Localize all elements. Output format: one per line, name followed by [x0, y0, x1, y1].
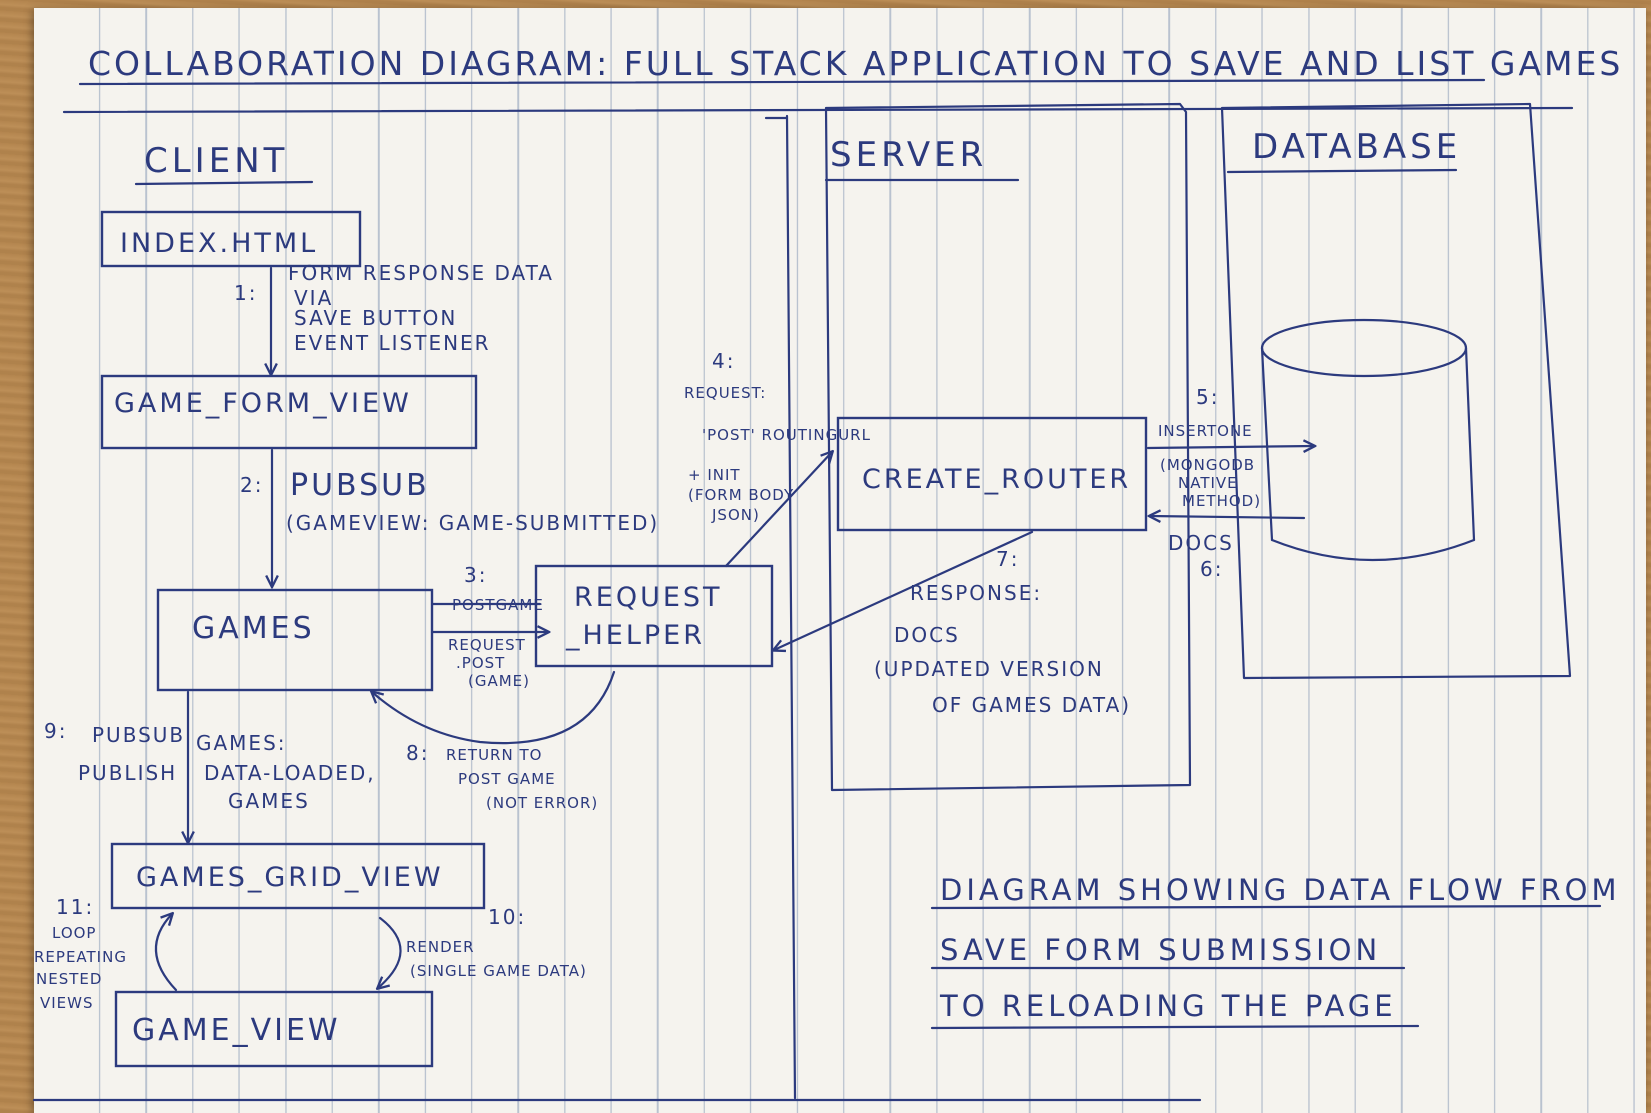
step-8-number: 8:: [406, 741, 429, 765]
game-form-view-box: [100, 374, 478, 450]
step-10-label-2: (SINGLE GAME DATA): [410, 962, 587, 980]
create-router-box: [836, 416, 1148, 532]
request-helper-box: [534, 564, 774, 668]
games-box: [156, 588, 434, 692]
database-cylinder-icon: [1260, 318, 1476, 562]
games-label: GAMES: [192, 611, 315, 646]
arrow-step-6: [1150, 516, 1306, 518]
step-4-label-5: JSON): [711, 506, 760, 524]
step-4-number: 4:: [712, 349, 735, 373]
step-8-label-2: POST GAME: [458, 770, 556, 788]
step-11-label-4: VIEWS: [40, 994, 94, 1012]
game-view-box: [114, 990, 434, 1068]
step-3-number: 3:: [464, 563, 487, 587]
step-7-number: 7:: [996, 547, 1019, 571]
arrow-step-4: [724, 452, 832, 568]
game-view-label: GAME_VIEW: [132, 1013, 341, 1048]
arrow-step-8: [372, 670, 616, 745]
step-9-label-2: PUBLISH: [78, 761, 177, 785]
step-1-label-4: EVENT LISTENER: [294, 331, 491, 355]
section-server-label: SERVER: [830, 135, 987, 175]
step-5-label-1: INSERTONE: [1158, 422, 1253, 440]
section-client-label: CLIENT: [144, 141, 288, 181]
database-section-border: [1220, 102, 1572, 680]
arrow-step-7: [774, 530, 1034, 650]
step-7-label-2: DOCS: [894, 623, 960, 647]
step-5-label-3: NATIVE: [1178, 474, 1238, 492]
step-8-label-3: (NOT ERROR): [486, 794, 598, 812]
step-9-number: 9:: [44, 719, 67, 743]
step-9-label-5: GAMES: [228, 789, 310, 813]
step-9-label-4: DATA-LOADED,: [204, 761, 376, 785]
note-line-2: SAVE FORM SUBMISSION: [940, 933, 1381, 967]
step-2-label-1: PUBSUB: [290, 468, 430, 503]
step-8-label-1: RETURN TO: [446, 746, 542, 764]
step-9-label-1: PUBSUB: [92, 723, 185, 747]
step-4-label-2: 'POST' ROUTINGURL: [702, 426, 871, 444]
step-11-label-3: NESTED: [36, 970, 102, 988]
step-3-label-1: REQUEST: [448, 636, 526, 654]
step-9-label-3: GAMES:: [196, 731, 287, 755]
games-grid-view-box: [110, 842, 486, 910]
step-6-label-1: DOCS: [1168, 531, 1234, 555]
arrow-step-5: [1146, 446, 1314, 448]
arrow-step-10: [378, 916, 402, 988]
note-line-3: TO RELOADING THE PAGE: [939, 989, 1397, 1023]
step-7-label-1: RESPONSE:: [910, 581, 1042, 605]
step-1-label-2: VIA: [294, 286, 333, 310]
create-router-label: CREATE_ROUTER: [862, 464, 1131, 495]
step-10-label-1: RENDER: [406, 938, 475, 956]
index-html-label: INDEX.HTML: [120, 228, 318, 259]
server-section-border: [824, 102, 1192, 792]
step-11-label-2: REPEATING: [34, 948, 127, 966]
note-line-1: DIAGRAM SHOWING DATA FLOW FROM: [940, 873, 1621, 907]
index-html-box: [100, 210, 362, 268]
step-4-label-3: + INIT: [688, 466, 741, 484]
request-helper-label-2: _HELPER: [565, 620, 705, 651]
step-5-label-2: (MONGODB: [1160, 456, 1255, 474]
diagram-title: COLLABORATION DIAGRAM: FULL STACK APPLIC…: [88, 44, 1623, 83]
step-1-label-1: FORM RESPONSE DATA: [288, 261, 554, 285]
client-section-border: [785, 114, 797, 1100]
step-4-label-1: REQUEST:: [684, 384, 766, 402]
step-5-label-4: METHOD): [1182, 492, 1261, 510]
game-form-view-label: GAME_FORM_VIEW: [114, 388, 412, 419]
step-2-number: 2:: [240, 473, 263, 497]
title-underline: [78, 78, 1486, 86]
step-7-label-3: (UPDATED VERSION: [874, 657, 1104, 681]
step-3-label-2: .POST: [456, 654, 505, 672]
step-2-label-2: (GAMEVIEW: GAME-SUBMITTED): [286, 511, 659, 535]
step-7-label-4: OF GAMES DATA): [932, 693, 1131, 717]
step-1-number: 1:: [234, 281, 257, 305]
step-5-number: 5:: [1196, 385, 1219, 409]
step-4-label-4: (FORM BODY: [688, 486, 794, 504]
section-database-label: DATABASE: [1252, 127, 1461, 167]
request-helper-label-1: REQUEST: [574, 582, 723, 613]
step-3-label-3: (GAME): [468, 672, 530, 690]
step-6-number: 6:: [1200, 557, 1223, 581]
step-10-number: 10:: [488, 905, 526, 929]
step-1-label-3: SAVE BUTTON: [294, 306, 457, 330]
step-3-label-top: POSTGAME: [452, 596, 544, 614]
step-11-number: 11:: [56, 895, 94, 919]
arrow-step-11: [154, 914, 178, 992]
step-11-label-1: LOOP: [52, 924, 96, 942]
header-divider: [62, 106, 1574, 114]
games-grid-view-label: GAMES_GRID_VIEW: [136, 862, 444, 893]
